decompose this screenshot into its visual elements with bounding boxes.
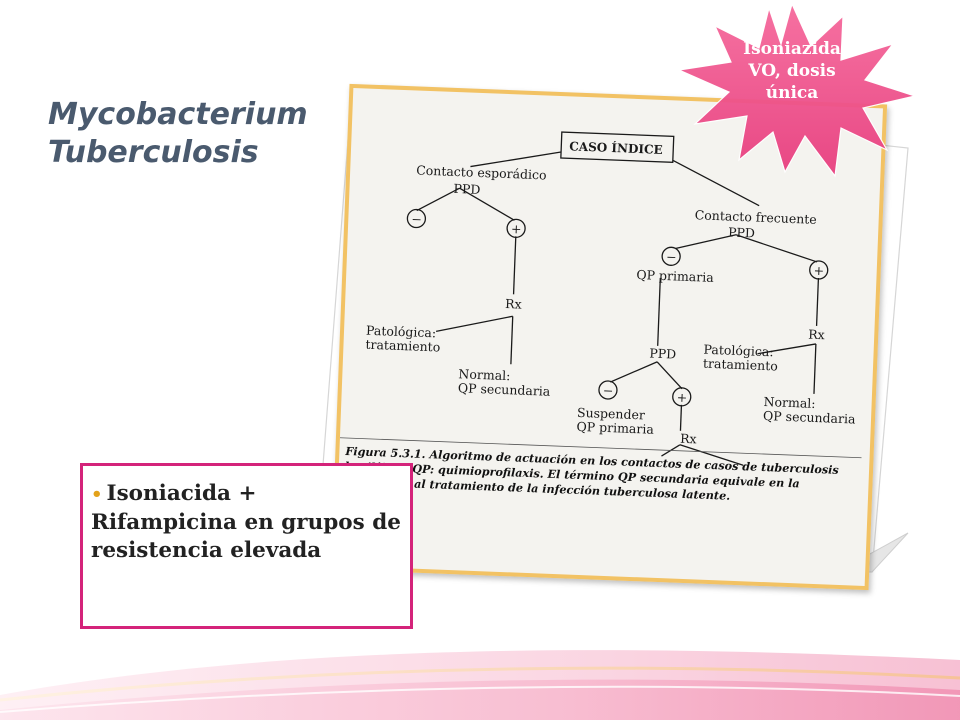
sign-neg-right: −: [666, 249, 677, 264]
node-rx-mid: Rx: [680, 431, 697, 447]
node-qp-secundaria-left: QP secundaria: [458, 380, 551, 399]
starburst-callout: [676, 2, 918, 178]
callout-line-1: Isoniazida: [743, 39, 841, 59]
node-qp-secundaria-right: QP secundaria: [763, 408, 856, 427]
node-tratamiento-left: tratamiento: [365, 337, 440, 355]
decorative-waves: [0, 650, 960, 720]
node-ppd-right: PPD: [728, 225, 755, 241]
node-caso-indice: CASO ÍNDICE: [569, 138, 663, 157]
algorithm-flowchart: CASO ÍNDICE Contacto esporádico PPD − + …: [339, 131, 862, 466]
bullet-text: Isoniacida + Rifampicina en grupos de re…: [91, 481, 401, 563]
callout-text: Isoniazida VO, dosis única: [722, 38, 862, 104]
node-tratamiento-right: tratamiento: [703, 356, 778, 374]
node-qp-primaria: QP primaria: [636, 267, 714, 285]
sign-pos-mid: +: [676, 390, 687, 405]
node-ppd-mid: PPD: [649, 346, 676, 362]
node-patologica-right: Patológica:: [703, 342, 774, 360]
sign-pos-left: +: [511, 221, 522, 236]
callout-line-2: VO, dosis: [748, 61, 836, 81]
sign-pos-right: +: [813, 263, 824, 278]
callout-line-3: única: [765, 83, 819, 103]
slide-title: Mycobacterium Tuberculosis: [48, 96, 348, 172]
node-contacto-esporadico: Contacto esporádico: [416, 162, 547, 182]
bullet-box: •Isoniacida + Rifampicina en grupos de r…: [80, 463, 413, 629]
algorithm-figure: CASO ÍNDICE Contacto esporádico PPD − + …: [330, 83, 888, 591]
node-rx-left: Rx: [505, 296, 522, 312]
node-patologica-left: Patológica:: [366, 323, 437, 341]
node-qp-primaria-suspend: QP primaria: [576, 419, 654, 437]
node-contacto-frecuente: Contacto frecuente: [694, 207, 817, 227]
bullet-item: •Isoniacida + Rifampicina en grupos de r…: [91, 480, 402, 565]
node-rx-right: Rx: [808, 327, 825, 343]
node-normal-right: Normal:: [763, 394, 815, 411]
sign-neg-mid: −: [603, 383, 614, 398]
node-suspender: Suspender: [577, 405, 645, 423]
sign-neg-left: −: [411, 211, 422, 226]
bullet-icon: •: [91, 484, 103, 505]
node-normal-left: Normal:: [458, 366, 510, 383]
node-ppd-left: PPD: [453, 181, 480, 197]
title-line-1: Mycobacterium: [48, 97, 308, 132]
title-line-2: Tuberculosis: [48, 135, 259, 170]
